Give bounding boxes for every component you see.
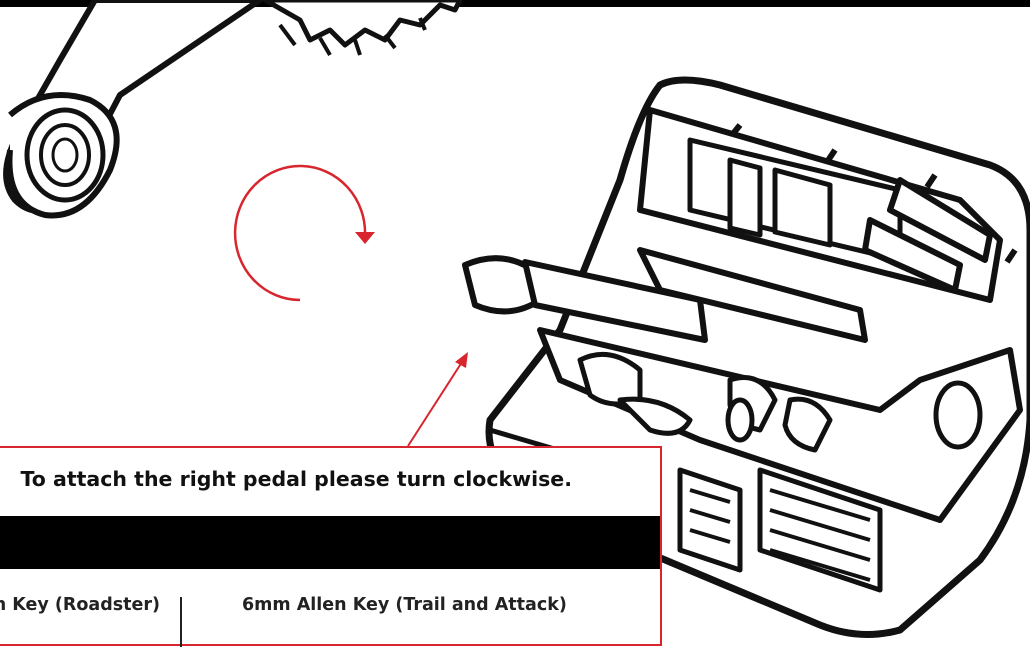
instruction-label: To attach the right pedal please turn cl… — [20, 467, 572, 491]
instruction-text: To attach the right pedal please turn cl… — [0, 467, 660, 507]
tool-roadster-label: 6mm Allen Key (Roadster) — [0, 595, 160, 615]
tools-divider — [180, 597, 182, 647]
chainring-drawing — [262, 0, 463, 57]
tools-header-band — [0, 516, 660, 569]
clockwise-arrow-icon — [233, 164, 375, 302]
tool-trail-attack-label: 6mm Allen Key (Trail and Attack) — [242, 595, 567, 615]
crank-arm-drawing — [3, 0, 263, 219]
pointer-arrow-icon — [407, 352, 468, 447]
tool-roadster-cell: 6mm Allen Key (Roadster) — [0, 595, 170, 625]
top-black-bar — [0, 0, 1030, 7]
